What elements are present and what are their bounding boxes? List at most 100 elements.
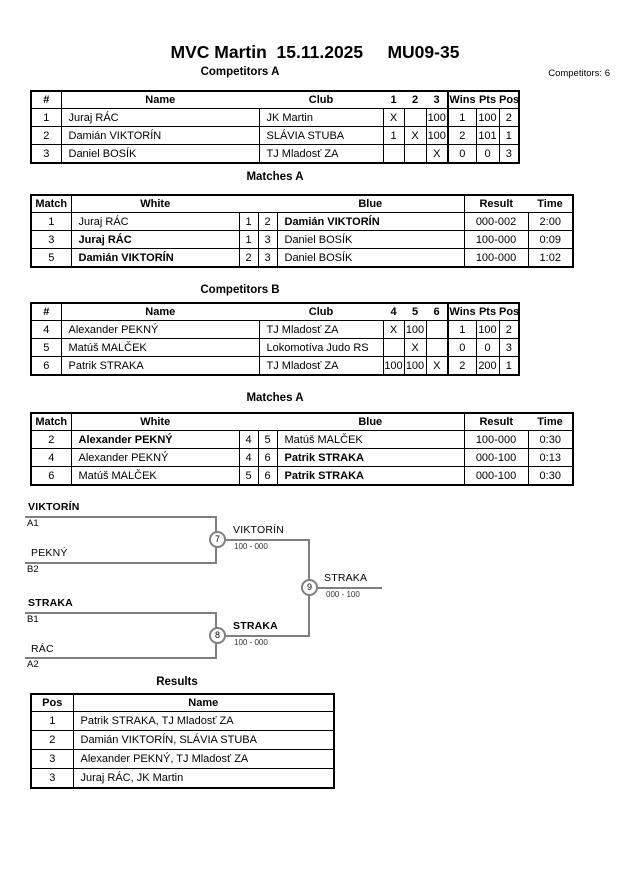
col-match: Match xyxy=(31,413,72,431)
cell-wins: 1 xyxy=(447,320,477,339)
col-1: 1 xyxy=(383,91,404,109)
cell-wn: 5 xyxy=(238,466,259,486)
bracket-line xyxy=(225,635,310,637)
bracket-winner-name: STRAKA xyxy=(233,620,278,632)
bracket-entry-name: STRAKA xyxy=(28,597,73,609)
cell-pos: 3 xyxy=(498,338,520,357)
match-node-7: 7 xyxy=(209,531,226,548)
col-wn xyxy=(239,413,258,431)
cell-name: Juraj RÁC xyxy=(60,108,260,127)
cell-match: 1 xyxy=(30,212,72,231)
bracket-score: 100 - 000 xyxy=(234,542,268,551)
table-row: 1 Juraj RÁC JK Martin X 100 1 100 2 xyxy=(30,108,520,127)
cell-vs3: X xyxy=(425,144,449,164)
cell-white: Damián VIKTORÍN xyxy=(70,248,240,268)
cell-blue: Patrik STRAKA xyxy=(276,448,465,467)
cell-name: Patrik STRAKA xyxy=(60,356,260,376)
cell-blue: Daniel BOSÍK xyxy=(276,230,465,249)
col-pts: Pts xyxy=(476,303,499,321)
cell-white: Alexander PEKNÝ xyxy=(70,430,240,449)
cell-wn: 2 xyxy=(238,248,259,268)
cell-club: TJ Mladosť ZA xyxy=(258,320,384,339)
col-result: Result xyxy=(463,195,528,213)
cell-time: 2:00 xyxy=(527,212,574,231)
cell-result: 000-002 xyxy=(463,212,529,231)
table-header-row: # Name Club 1 2 3 Wins Pts Pos xyxy=(31,91,519,109)
cell-result: 000-100 xyxy=(463,466,529,486)
cell-wn: 1 xyxy=(238,212,259,231)
cell-club: TJ Mladosť ZA xyxy=(258,356,384,376)
table-row: 2 Damián VIKTORÍN SLÁVIA STUBA 1 X 100 2… xyxy=(30,126,520,145)
table-row: 5 Matúš MALČEK Lokomotíva Judo RS X 0 0 … xyxy=(30,338,520,357)
cell-time: 0:30 xyxy=(527,466,574,486)
cell-bn: 5 xyxy=(257,430,278,449)
col-6: 6 xyxy=(426,303,448,321)
cell-match: 6 xyxy=(30,466,72,486)
cell-match: 3 xyxy=(30,230,72,249)
col-pts: Pts xyxy=(476,91,499,109)
cell-vs4: 100 xyxy=(382,356,405,376)
col-num: # xyxy=(31,91,62,109)
table-row: 1 Juraj RÁC 1 2 Damián VIKTORÍN 000-002 … xyxy=(30,212,574,231)
bracket-line xyxy=(25,562,217,564)
cell-blue: Damián VIKTORÍN xyxy=(276,212,465,231)
cell-wins: 2 xyxy=(447,356,477,376)
table-row: 6 Patrik STRAKA TJ Mladosť ZA 100 100 X … xyxy=(30,356,520,376)
col-blue: Blue xyxy=(277,195,464,213)
cell-bn: 6 xyxy=(257,466,278,486)
cell-pos: 2 xyxy=(30,730,74,750)
table-row: 5 Damián VIKTORÍN 2 3 Daniel BOSÍK 100-0… xyxy=(30,248,574,268)
bracket-entry-name: RÁC xyxy=(31,643,54,655)
col-num: # xyxy=(31,303,62,321)
cell-num: 2 xyxy=(30,126,62,145)
col-pos: Pos xyxy=(31,694,74,712)
cell-bn: 3 xyxy=(257,248,278,268)
cell-name: Alexander PEKNÝ, TJ Mladosť ZA xyxy=(72,749,335,769)
cell-vs4: X xyxy=(382,320,405,339)
col-name: Name xyxy=(61,91,259,109)
bracket-line xyxy=(318,587,382,589)
cell-pts: 0 xyxy=(475,144,500,164)
cell-bn: 2 xyxy=(257,212,278,231)
cell-pos: 1 xyxy=(498,356,520,376)
bracket-entry-name: VIKTORÍN xyxy=(28,501,80,513)
cell-pos: 3 xyxy=(30,749,74,769)
cell-blue: Daniel BOSÍK xyxy=(276,248,465,268)
table-row: 3 Alexander PEKNÝ, TJ Mladosť ZA xyxy=(30,749,335,769)
results-title: Results xyxy=(156,676,198,688)
cell-result: 100-000 xyxy=(463,430,529,449)
cell-wn: 1 xyxy=(238,230,259,249)
col-time: Time xyxy=(528,413,573,431)
competitors-b-title: Competitors B xyxy=(200,284,280,296)
cell-vs1 xyxy=(382,144,405,164)
col-4: 4 xyxy=(383,303,404,321)
cell-pos: 1 xyxy=(498,126,520,145)
cell-pts: 101 xyxy=(475,126,500,145)
cell-pos: 3 xyxy=(498,144,520,164)
cell-match: 4 xyxy=(30,448,72,467)
cell-club: SLÁVIA STUBA xyxy=(258,126,384,145)
cell-vs2 xyxy=(403,144,427,164)
cell-vs1: X xyxy=(382,108,405,127)
bracket-winner-name: STRAKA xyxy=(324,572,368,584)
cell-vs5: X xyxy=(403,338,427,357)
cell-pts: 200 xyxy=(475,356,500,376)
cell-num: 1 xyxy=(30,108,62,127)
col-white: White xyxy=(71,195,239,213)
cell-wn: 4 xyxy=(238,430,259,449)
cell-vs1: 1 xyxy=(382,126,405,145)
cell-wins: 1 xyxy=(447,108,477,127)
table-row: 3 Juraj RÁC 1 3 Daniel BOSÍK 100-000 0:0… xyxy=(30,230,574,249)
cell-name: Damián VIKTORÍN xyxy=(60,126,260,145)
matches-a1-table: Match White Blue Result Time 1 Juraj RÁC… xyxy=(30,194,574,268)
cell-white: Juraj RÁC xyxy=(70,212,240,231)
results-table: Pos Name 1 Patrik STRAKA, TJ Mladosť ZA … xyxy=(30,693,335,789)
cell-num: 5 xyxy=(30,338,62,357)
cell-club: JK Martin xyxy=(258,108,384,127)
col-blue: Blue xyxy=(277,413,464,431)
cell-white: Matúš MALČEK xyxy=(70,466,240,486)
bracket-seed: A2 xyxy=(27,659,39,670)
table-row: 4 Alexander PEKNÝ TJ Mladosť ZA X 100 1 … xyxy=(30,320,520,339)
table-header-row: Match White Blue Result Time xyxy=(31,195,573,213)
bracket-score: 100 - 000 xyxy=(234,638,268,647)
